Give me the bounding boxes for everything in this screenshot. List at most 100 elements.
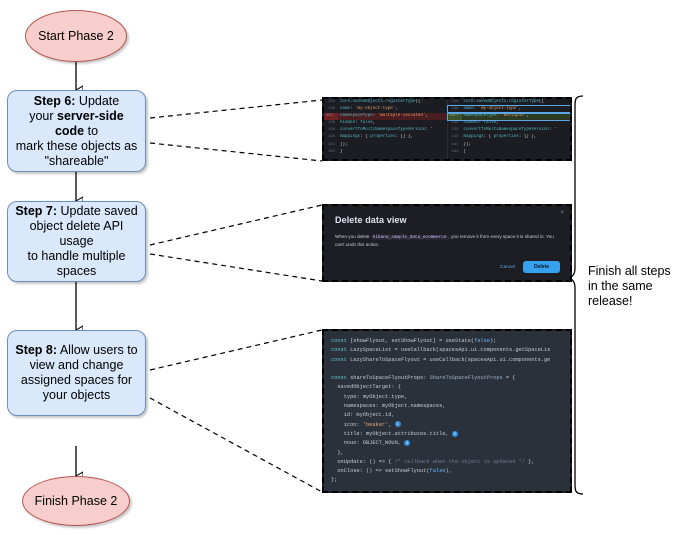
diff-line-number: 142 [451,149,459,154]
step-6-line3: mark these objects as [15,138,138,153]
diff-line-code: core.savedObjects.registerType({ [463,100,544,104]
delete-button[interactable]: Delete [522,261,560,273]
start-label: Start Phase 2 [38,29,114,43]
code-line: const LazySpaceList = useCallback(spaces… [331,347,551,354]
diff-line-number: 137+ [447,113,462,121]
annotation-badge: 2 [451,430,458,437]
diff-line-code: mappings: { properties: {} }, [463,135,537,140]
brace-note-line1: Finish all steps [588,264,671,278]
code-line: type: myObject.type, [331,393,408,400]
diff-line: 141}); [448,142,571,149]
diff-line-number: 135 [328,100,335,104]
diff-line-code: namespaceType: 'multiple', [463,114,529,119]
step-6-line4: "shareable" [44,153,109,168]
diff-line-code: hidden: false, [463,121,499,126]
diff-line: 140 mappings: { properties: {} }, [324,134,447,141]
finish-terminal[interactable]: Finish Phase 2 [22,476,130,526]
diff-line: 137+ namespaceType: 'multiple', [447,112,570,121]
diff-line-code: } [340,149,343,154]
diff-line-number: 139 [451,128,459,133]
annotation-badge: 1 [394,421,401,428]
step-8-line4: your objects [42,388,111,402]
step-6-line2-post: to [84,123,99,138]
finish-label: Finish Phase 2 [34,494,118,508]
step-8-number: Step 8: [15,343,58,357]
diff-line-number: 135 [451,100,459,104]
diff-line-code: convertToMultiNamespaceTypeVersion: ' [340,128,433,133]
modal-body-post: , you remove it from every space it is s… [335,234,554,247]
diff-line: 139 convertToMultiNamespaceTypeVersion: … [324,127,447,134]
code-line: savedObjectTarget: { [331,384,401,391]
brace-note: Finish all steps in the same release! [588,264,688,309]
diff-line: 136 name: 'my-object-type', [447,105,570,114]
cancel-button[interactable]: Cancel [500,264,515,270]
code-line: onUpdate: () => { /* callback when the o… [331,458,535,465]
step-7-box[interactable]: Step 7: Update saved object delete API u… [7,201,146,282]
modal-body: When you delete kibana_sample_data_ecomm… [335,233,559,248]
diff-line-code: }); [340,142,348,147]
diff-line-number: 142 [328,149,335,154]
code-line: const [showFlyout, setShowFlyout] = useS… [331,338,497,344]
diff-line-number: 138 [451,121,459,126]
step-8-box[interactable]: Step 8: Allow users to view and change a… [7,330,146,416]
diff-pane-left: 135 core.savedObjects.registerType({ 136 n… [324,99,447,159]
code-line: title: myObject.attributes.title, 2 [331,430,458,437]
diff-line-number: 140 [451,135,459,140]
modal-title: Delete data view [335,215,407,225]
code-line: namespaces: myObject.namespaces, [331,403,446,410]
step-6-line2-pre: your [29,108,58,123]
diff-line: 142} [324,149,447,156]
code-line: icon: 'beaker', 1 [331,421,401,428]
annotation-badge: 3 [404,439,411,446]
diff-line-number: 136 [451,107,459,112]
diff-line: 139 convertToMultiNamespaceTypeVersion: … [448,127,571,134]
code-block: const [showFlyout, setShowFlyout] = useS… [324,331,570,491]
diff-line-number: 141 [451,142,459,147]
diff-line-number: 140 [328,135,335,140]
brace-note-line2: in the same [588,279,653,293]
step-7-line3: to handle multiple spaces [27,249,126,278]
modal-footer: Cancel Delete [500,261,560,273]
modal-body-pre: When you delete [335,234,371,239]
diff-line-code: } [463,149,467,154]
diff-line: 142} [448,149,571,156]
diff-line: 141}); [324,142,447,149]
code-line [331,365,563,374]
diff-line-number: 137- [324,113,338,121]
diff-line: 137- namespaceType: 'multiple-isolated', [324,113,447,121]
diff-line-code: }); [463,142,472,147]
step-6-box[interactable]: Step 6: Update your server-side code to … [7,90,146,172]
diff-line-number: 136 [328,107,335,112]
diff-line: 135 core.savedObjects.registerType({ [448,99,571,106]
diff-line-number: 141 [328,142,335,147]
diff-line-code: core.savedObjects.registerType({ [340,100,421,104]
step-8-line1: Allow users to [57,343,138,357]
code-line: }, [331,449,344,456]
step-7-line1: Update saved [57,204,138,218]
delete-data-view-screenshot[interactable]: × Delete data view When you delete kiban… [322,204,572,282]
step-6-line1: Update [75,93,120,108]
diff-line-code: convertToMultiNamespaceTypeVersion: ' [463,128,557,133]
code-line: id: myObject.id, [331,412,395,419]
start-terminal[interactable]: Start Phase 2 [25,10,127,62]
diff-line: 140 mappings: { properties: {} }, [448,134,571,141]
step-6-number: Step 6: [33,93,76,108]
code-line: }; [331,477,338,484]
diff-line-code: namespaceType: 'multiple-isolated', [340,114,428,119]
diff-line-number: 138 [328,121,335,126]
share-to-space-code-screenshot[interactable]: const [showFlyout, setShowFlyout] = useS… [322,329,572,493]
diff-line-code: hidden: false, [340,121,376,126]
close-icon[interactable]: × [560,210,564,216]
diff-line-number: 139 [328,128,335,133]
step-7-number: Step 7: [15,204,58,218]
diff-line-code: mappings: { properties: {} }, [340,135,413,140]
diff-line-code: name: 'my-object-type', [340,107,398,112]
diff-line-code: name: 'my-object-type', [463,107,522,112]
code-line: noun: OBJECT_NOUN, 3 [331,439,411,447]
diff-line: 138 hidden: false, [324,120,447,127]
step-8-line3: assigned spaces for [20,373,133,387]
step-8-line2: view and change [29,358,124,372]
